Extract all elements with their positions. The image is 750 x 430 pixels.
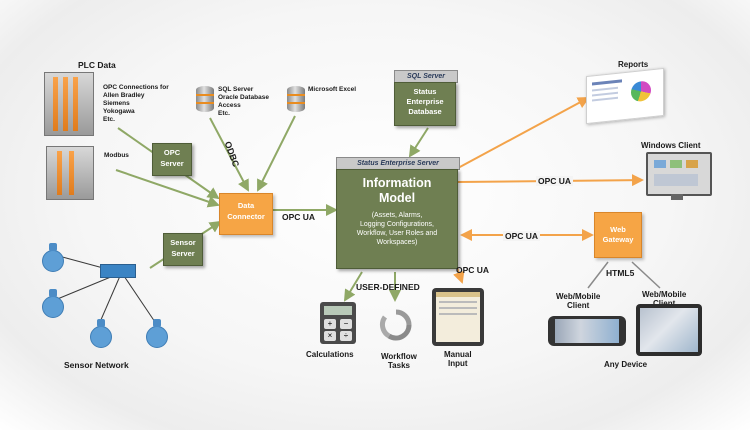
line-user-defined-calc (343, 271, 363, 302)
calculator-icon: + − × ÷ (320, 302, 356, 344)
database-icon (196, 86, 214, 112)
opc-ua-label-windows: OPC UA (536, 176, 574, 186)
modbus-plc-icon (46, 146, 94, 200)
sensor-icon (90, 319, 112, 348)
microsoft-excel-label: Microsoft Excel (308, 86, 357, 93)
network-switch-icon (100, 264, 136, 278)
calculations-label: Calculations (306, 350, 354, 359)
manual-input-tablet-icon (432, 288, 484, 346)
status-enterprise-database-box: Status Enterprise Database (394, 82, 456, 126)
reports-thumbnail-icon (586, 67, 664, 125)
line-reports (457, 97, 590, 169)
excel-database-icon (287, 86, 305, 112)
windows-client-label: Windows Client (641, 141, 701, 150)
user-defined-label: USER-DEFINED (356, 282, 420, 292)
any-device-label: Any Device (604, 360, 648, 369)
reports-label: Reports (618, 60, 649, 69)
information-model-title: Information Model (362, 176, 432, 205)
information-model-description: (Assets, Alarms, Logging Configurations,… (356, 212, 438, 246)
line-html5-right (631, 261, 661, 289)
plc-data-title: PLC Data (78, 60, 116, 70)
monitor-stand-icon (671, 194, 683, 200)
line-sql-server (408, 127, 429, 158)
opc-ua-label-manual: OPC UA (456, 265, 490, 275)
refresh-cycle-icon (379, 309, 412, 341)
opc-connections-list: OPC Connections for Allen Bradley Siemen… (103, 84, 169, 123)
opc-ua-label-gateway: OPC UA (503, 231, 541, 241)
line-html5-left (587, 261, 609, 289)
tablet-icon (636, 304, 702, 356)
sensor-icon (42, 289, 64, 318)
html5-label: HTML5 (606, 268, 635, 278)
line-sql (209, 117, 249, 192)
plc-rack-icon (44, 72, 94, 136)
opc-ua-label-left: OPC UA (282, 212, 316, 222)
sensor-network-label: Sensor Network (64, 360, 129, 370)
line-excel (257, 115, 296, 192)
information-model-box: Information Model (Assets, Alarms, Loggi… (336, 169, 458, 269)
smartphone-icon (548, 316, 626, 346)
modbus-label: Modbus (104, 152, 129, 159)
sensor-icon (146, 319, 168, 348)
sensor-icon (42, 243, 64, 272)
sql-database-list: SQL Server Oracle Database Access Etc. (218, 86, 269, 117)
line-modbus (115, 169, 220, 208)
desktop-monitor-icon (646, 152, 712, 196)
